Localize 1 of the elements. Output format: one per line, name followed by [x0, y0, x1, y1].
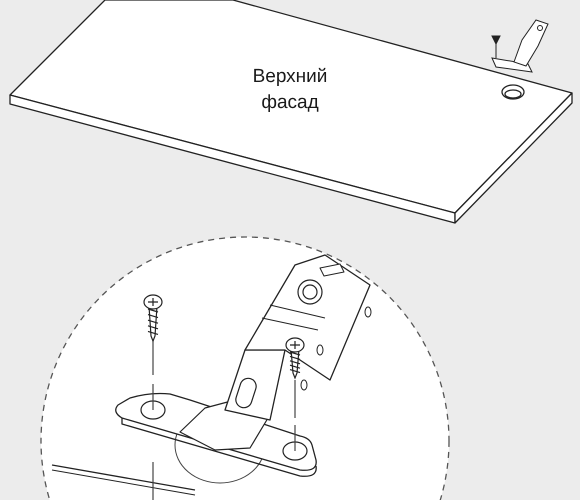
- panel-label: Верхний фасад: [225, 64, 355, 116]
